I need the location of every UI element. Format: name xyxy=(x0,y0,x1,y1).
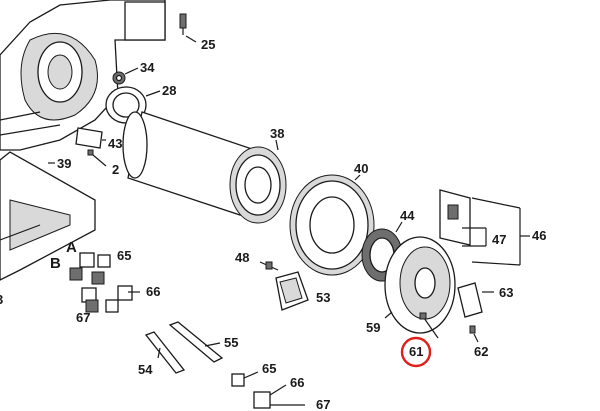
callout-55: 55 xyxy=(224,335,238,350)
callout-43: 43 xyxy=(108,136,122,151)
fastener-group-left xyxy=(69,252,140,313)
callout-44: 44 xyxy=(400,208,415,223)
plate-63 xyxy=(457,282,494,318)
letter-a: A xyxy=(66,239,77,256)
gear-ring-40 xyxy=(289,174,375,276)
callout-47: 47 xyxy=(492,232,506,247)
nut-34 xyxy=(112,67,139,85)
callout-39: 39 xyxy=(57,156,71,171)
drum-shaft-38 xyxy=(122,111,287,224)
screw-62 xyxy=(469,325,479,343)
bolt-48 xyxy=(259,261,279,271)
callout-53: 53 xyxy=(316,290,330,305)
callout-62: 62 xyxy=(474,344,488,359)
callout-25: 25 xyxy=(201,37,215,52)
callout-63: 63 xyxy=(499,285,513,300)
screw-61 xyxy=(419,312,439,339)
callout-67-lower: 67 xyxy=(316,397,330,411)
callout-46: 46 xyxy=(532,228,546,243)
callout-65-upper: 65 xyxy=(117,248,131,263)
screw-2 xyxy=(87,149,107,167)
callout-3: 3 xyxy=(0,292,3,307)
callout-66-upper: 66 xyxy=(146,284,160,299)
callout-66-lower: 66 xyxy=(290,375,304,390)
pin-55 xyxy=(168,321,224,363)
callout-59: 59 xyxy=(366,320,380,335)
brake-assembly-59 xyxy=(384,236,456,334)
fastener-group-lower xyxy=(231,371,305,409)
callout-54: 54 xyxy=(138,362,153,377)
highlight-circle-61 xyxy=(400,336,432,368)
callout-38: 38 xyxy=(270,126,284,141)
bracket-46 xyxy=(439,189,530,266)
callout-34: 34 xyxy=(140,60,155,75)
callout-61: 61 xyxy=(409,344,423,359)
gearbox-housing xyxy=(0,0,166,151)
letter-b: B xyxy=(50,255,61,272)
callout-65-lower: 65 xyxy=(262,361,276,376)
callout-40: 40 xyxy=(354,161,368,176)
bracket-53 xyxy=(275,271,309,311)
callout-48: 48 xyxy=(235,250,249,265)
callout-67-upper: 67 xyxy=(76,310,90,325)
callout-28: 28 xyxy=(162,83,176,98)
callout-2: 2 xyxy=(112,162,119,177)
frame-39 xyxy=(0,151,96,281)
bracket-43 xyxy=(75,127,106,149)
pin-54 xyxy=(144,331,186,374)
screw-25 xyxy=(179,13,197,43)
